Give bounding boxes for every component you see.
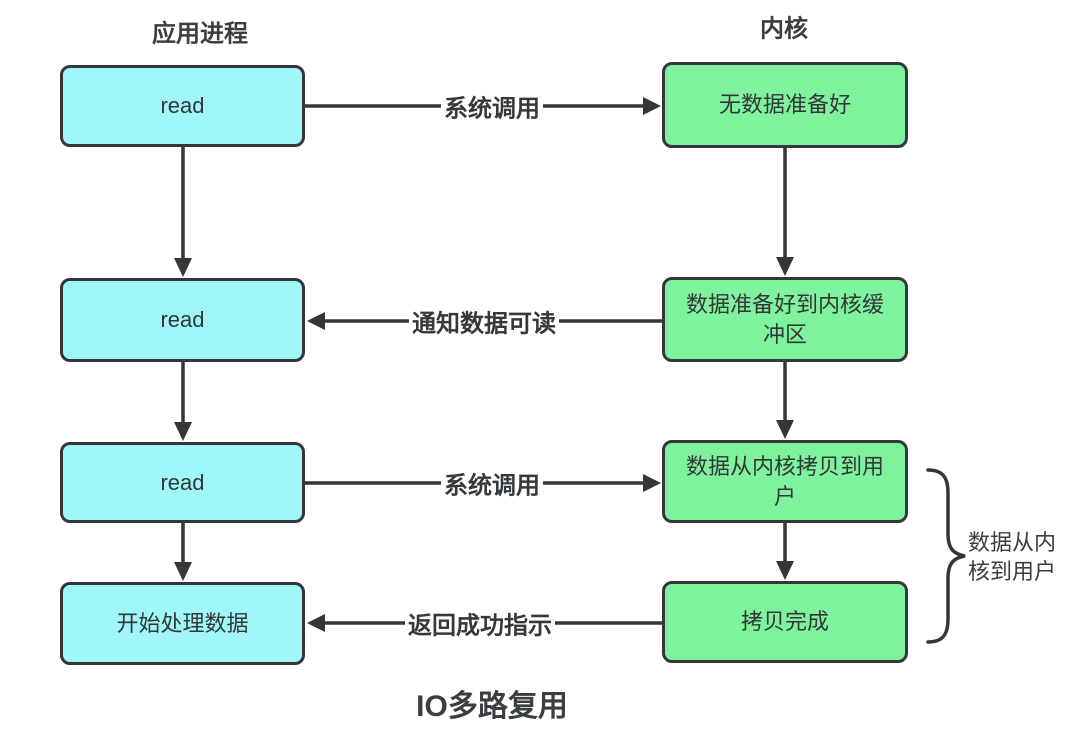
arrow-left-3-4-icon (174, 523, 192, 581)
diagram-title: IO多路复用 (416, 690, 568, 723)
edge-label-return-success: 返回成功指示 (405, 605, 555, 641)
node-read-3: read (60, 442, 305, 523)
arrow-right-2-3-icon (776, 362, 794, 439)
arrow-right-1-2-icon (776, 148, 794, 276)
curly-brace-icon (926, 468, 966, 644)
node-data-ready-kernel-buffer: 数据准备好到内核缓冲区 (662, 277, 908, 362)
node-read-2: read (60, 278, 305, 362)
brace-label-data-kernel-to-user: 数据从内核到用户 (968, 530, 1057, 584)
edge-label-notify-data-readable: 通知数据可读 (409, 303, 559, 339)
node-no-data-ready: 无数据准备好 (662, 62, 908, 148)
column-header-kernel: 内核 (760, 15, 808, 43)
node-copy-complete: 拷贝完成 (662, 581, 908, 663)
node-read-1: read (60, 65, 305, 147)
column-header-application-process: 应用进程 (152, 20, 248, 48)
edge-label-syscall-1: 系统调用 (441, 88, 543, 124)
node-copy-kernel-to-user: 数据从内核拷贝到用户 (662, 440, 908, 523)
edge-label-syscall-2: 系统调用 (441, 465, 543, 501)
arrow-left-2-3-icon (174, 362, 192, 441)
arrow-right-3-4-icon (776, 523, 794, 580)
arrow-left-1-2-icon (174, 147, 192, 277)
node-start-processing-data: 开始处理数据 (60, 582, 305, 665)
